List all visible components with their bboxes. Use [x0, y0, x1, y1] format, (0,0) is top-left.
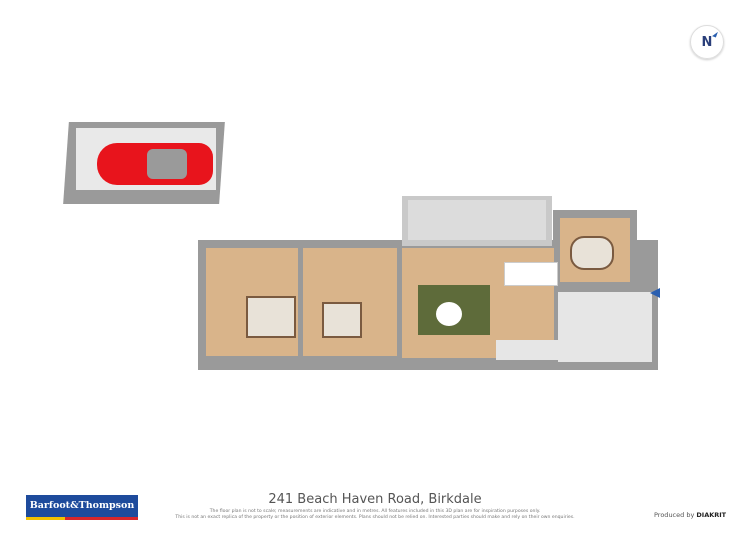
deck-floor	[408, 200, 546, 240]
produced-by-label: Produced by	[654, 511, 695, 519]
disclaimer-line-2: This is not an exact replica of the prop…	[175, 515, 575, 520]
bed-1	[246, 296, 296, 338]
entry-arrow-icon	[650, 288, 660, 298]
coffee-table	[436, 302, 462, 326]
north-arrow-icon	[712, 30, 718, 38]
barfoot-thompson-logo: Barfoot&Thompson	[26, 495, 138, 520]
logo-text: Barfoot&Thompson	[29, 500, 135, 511]
north-label: N	[701, 34, 713, 50]
produced-by: Produced by DIAKRIT	[654, 511, 726, 519]
property-address: 241 Beach Haven Road, Birkdale	[268, 492, 482, 507]
diakrit-brand: DIAKRIT	[696, 511, 727, 519]
compass: N	[690, 25, 724, 59]
kitchen	[496, 340, 558, 360]
laundry-entry	[558, 292, 652, 362]
bed-2	[322, 302, 362, 338]
dining-table	[504, 262, 558, 286]
car	[97, 143, 213, 185]
disclaimer-line-1: The floor plan is not to scale; measurem…	[209, 509, 541, 514]
bed-3	[570, 236, 614, 270]
